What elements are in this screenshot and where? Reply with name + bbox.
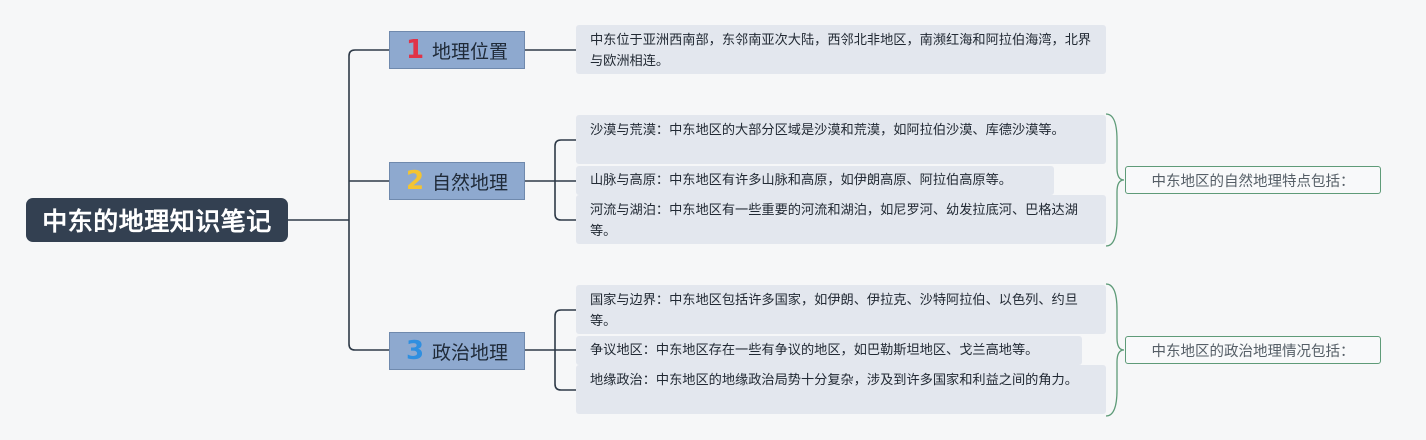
leaf-text: 中东位于亚洲西南部，东邻南亚次大陆，西邻北非地区，南濒红海和阿拉伯海湾，北界与欧… [590, 33, 1092, 69]
leaf-topic-deserts[interactable]: 沙漠与荒漠：中东地区的大部分区域是沙漠和荒漠，如阿拉伯沙漠、库德沙漠等。 [576, 115, 1106, 164]
leaf-text: 争议地区：中东地区存在一些有争议的地区，如巴勒斯坦地区、戈兰高地等。 [590, 343, 1039, 358]
leaf-topic-location[interactable]: 中东位于亚洲西南部，东邻南亚次大陆，西邻北非地区，南濒红海和阿拉伯海湾，北界与欧… [576, 25, 1106, 74]
branch-label: 自然地理 [432, 171, 509, 194]
leaf-text: 沙漠与荒漠：中东地区的大部分区域是沙漠和荒漠，如阿拉伯沙漠、库德沙漠等。 [590, 123, 1065, 138]
summary-natural[interactable]: 中东地区的自然地理特点包括： [1125, 166, 1381, 194]
branch-label: 地理位置 [432, 40, 509, 63]
summary-brace-political [1105, 283, 1125, 417]
connector-branch-2-fork [554, 139, 576, 221]
root-topic[interactable]: 中东的地理知识笔记 [26, 198, 288, 242]
leaf-text: 地缘政治：中东地区的地缘政治局势十分复杂，涉及到许多国家和利益之间的角力。 [590, 373, 1078, 388]
summary-text: 中东地区的自然地理特点包括： [1151, 173, 1355, 190]
leaf-topic-countries[interactable]: 国家与边界：中东地区包括许多国家，如伊朗、伊拉克、沙特阿拉伯、以色列、约旦等。 [576, 285, 1106, 334]
number-one-icon: 1 [405, 35, 425, 65]
branch-topic-location[interactable]: 1 地理位置 [389, 31, 525, 69]
branch-topic-natural[interactable]: 2 自然地理 [389, 162, 525, 200]
number-two-icon: 2 [405, 166, 425, 196]
leaf-text: 河流与湖泊：中东地区有一些重要的河流和湖泊，如尼罗河、幼发拉底河、巴格达湖等。 [590, 203, 1078, 239]
summary-text: 中东地区的政治地理情况包括： [1151, 343, 1355, 360]
leaf-topic-rivers[interactable]: 河流与湖泊：中东地区有一些重要的河流和湖泊，如尼罗河、幼发拉底河、巴格达湖等。 [576, 195, 1106, 244]
branch-topic-political[interactable]: 3 政治地理 [389, 332, 525, 370]
summary-political[interactable]: 中东地区的政治地理情况包括： [1125, 336, 1381, 364]
summary-brace-natural [1105, 113, 1125, 247]
leaf-text: 山脉与高原：中东地区有许多山脉和高原，如伊朗高原、阿拉伯高原等。 [590, 173, 1012, 188]
connector-trunk [348, 49, 389, 351]
leaf-text: 国家与边界：中东地区包括许多国家，如伊朗、伊拉克、沙特阿拉伯、以色列、约旦等。 [590, 293, 1078, 329]
number-three-icon: 3 [405, 336, 425, 366]
leaf-topic-geopolitics[interactable]: 地缘政治：中东地区的地缘政治局势十分复杂，涉及到许多国家和利益之间的角力。 [576, 365, 1106, 414]
branch-label: 政治地理 [432, 341, 509, 364]
leaf-topic-mountains[interactable]: 山脉与高原：中东地区有许多山脉和高原，如伊朗高原、阿拉伯高原等。 [576, 166, 1054, 195]
leaf-topic-disputed[interactable]: 争议地区：中东地区存在一些有争议的地区，如巴勒斯坦地区、戈兰高地等。 [576, 336, 1082, 365]
